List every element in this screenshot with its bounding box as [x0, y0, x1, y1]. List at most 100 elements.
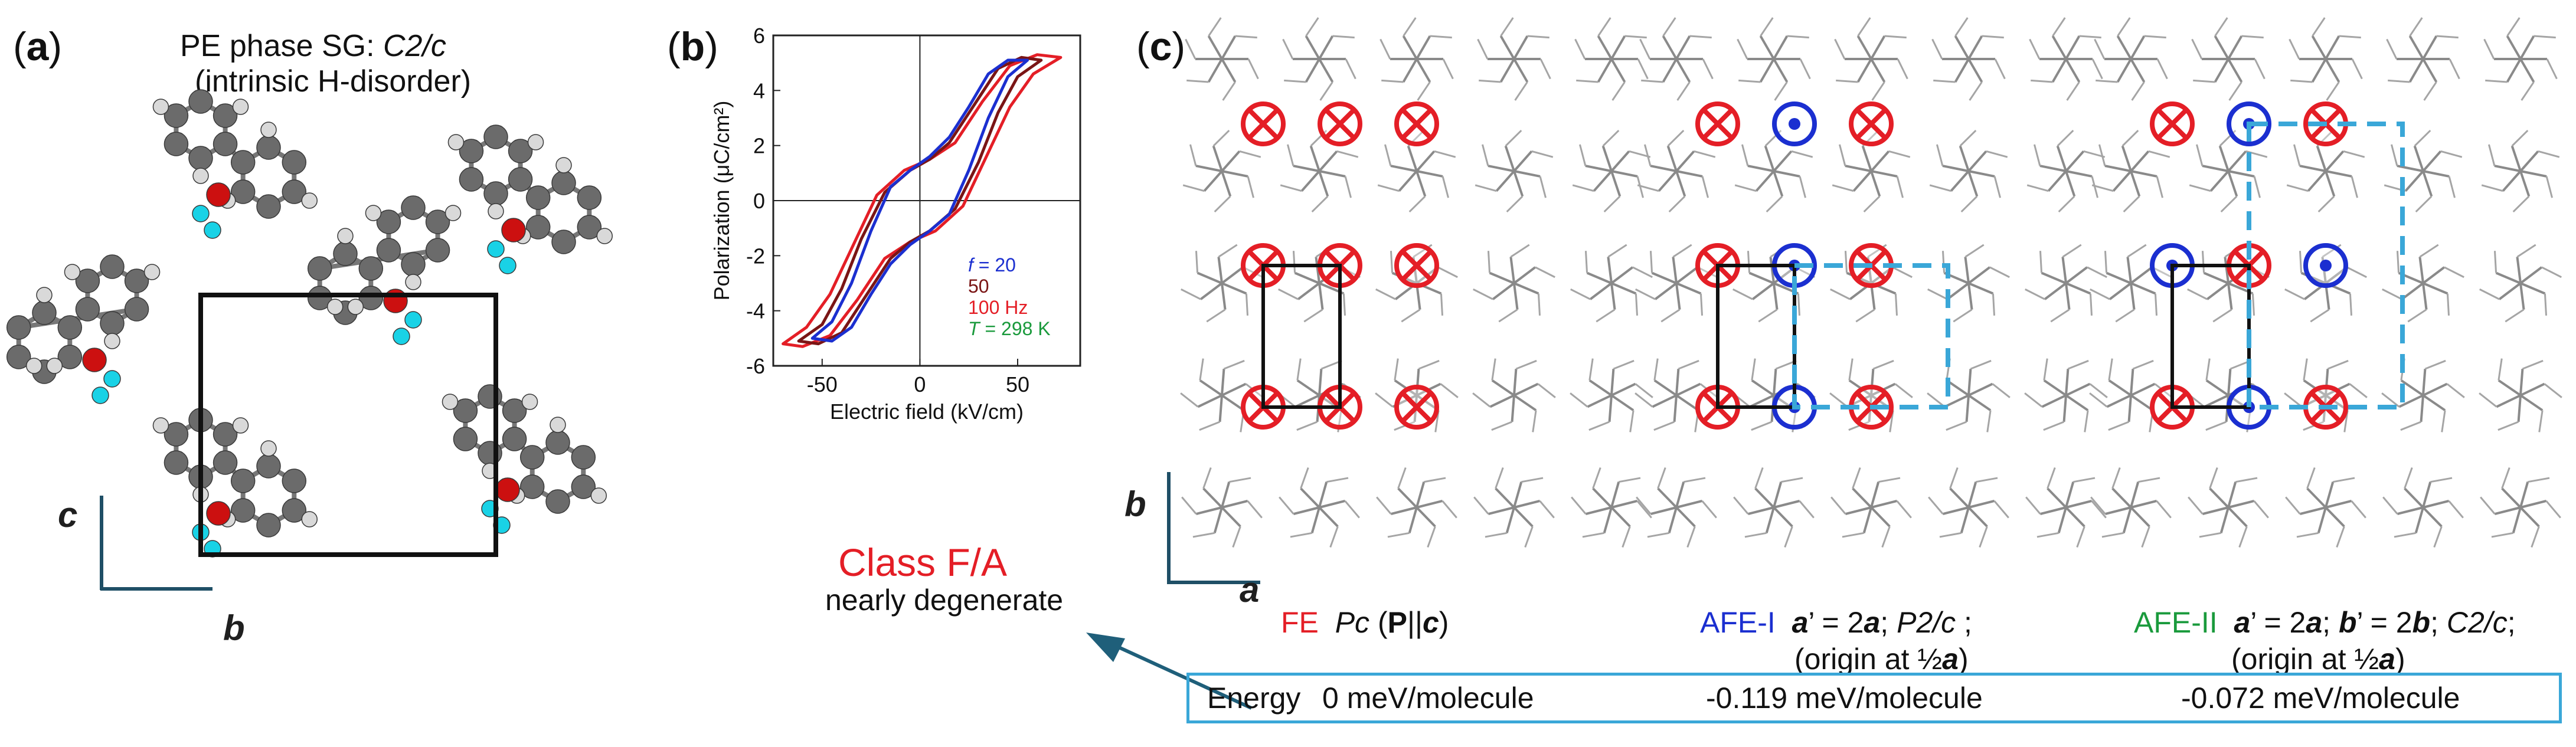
hydrogen-atom — [444, 205, 462, 221]
carbon-atom — [358, 286, 384, 310]
afe1-origin: (origin at ½a) — [1794, 643, 1969, 676]
oh-hydrogen-atom — [499, 257, 516, 274]
carbon-atom — [164, 103, 189, 128]
afe1-caption: AFE-I a’ = 2a; P2/c ; — [1700, 606, 1972, 639]
hydrogen-atom — [46, 358, 63, 374]
carbon-atom — [6, 345, 31, 369]
carbon-atom — [124, 268, 149, 293]
y-tick-label: -2 — [746, 244, 765, 268]
carbon-atom — [75, 297, 100, 322]
hydrogen-atom — [405, 274, 421, 290]
unit-cell-a — [198, 293, 498, 557]
carbon-atom — [577, 215, 602, 240]
axis-b-a-indicator — [1167, 472, 1260, 584]
x-tick-label: 0 — [914, 372, 926, 397]
energy-fe: 0 meV/molecule — [1322, 682, 1534, 715]
carbon-atom — [282, 150, 307, 175]
hydrogen-atom — [596, 228, 613, 244]
carbon-atom — [100, 311, 125, 336]
oh-hydrogen-atom — [393, 327, 410, 345]
carbon-atom — [32, 300, 57, 325]
hydrogen-atom — [555, 157, 572, 173]
oxygen-atom — [495, 477, 520, 502]
hydrogen-atom — [152, 99, 169, 115]
hydrogen-atom — [550, 417, 566, 433]
carbon-atom — [6, 315, 31, 340]
carbon-atom — [453, 398, 478, 423]
carbon-atom — [453, 427, 478, 451]
class-subtitle: nearly degenerate — [825, 584, 1064, 617]
carbon-atom — [213, 103, 238, 128]
carbon-atom — [282, 468, 307, 493]
hydrogen-atom — [260, 122, 277, 138]
supercell — [1792, 263, 1950, 409]
carbon-atom — [75, 268, 100, 293]
carbon-atom — [230, 468, 256, 493]
carbon-atom — [230, 150, 256, 175]
hydrogen-atom — [488, 203, 504, 219]
carbon-atom — [459, 167, 484, 192]
carbon-atom — [230, 179, 256, 204]
hydrogen-atom — [104, 333, 120, 349]
carbon-atom — [307, 256, 332, 281]
panel-label-c: (c) — [1136, 24, 1186, 69]
oxygen-atom — [82, 348, 107, 372]
carbon-atom — [401, 252, 426, 277]
hydrogen-atom — [25, 358, 43, 374]
hydrogen-atom — [232, 417, 249, 434]
carbon-atom — [57, 315, 83, 340]
carbon-atom — [307, 286, 332, 310]
carbon-atom — [188, 146, 213, 171]
carbon-atom — [124, 297, 149, 322]
y-tick-label: 4 — [753, 78, 765, 103]
energy-box — [1186, 673, 2562, 723]
carbon-atom — [519, 474, 545, 499]
legend-f50: 50 — [968, 276, 989, 297]
carbon-atom — [164, 132, 189, 156]
unit-cell — [1261, 264, 1342, 409]
oh-hydrogen-atom — [404, 311, 422, 329]
afe2-caption: AFE-II a’ = 2a; b’ = 2b; C2/c; — [2134, 606, 2516, 639]
hydrogen-atom — [192, 168, 209, 184]
hysteresis-loop-f-20 — [810, 58, 1029, 343]
hydrogen-atom — [36, 287, 53, 303]
hydrogen-atom — [326, 299, 344, 315]
carbon-atom — [256, 194, 281, 219]
hydrogen-atom — [527, 134, 544, 150]
carbon-atom — [376, 238, 401, 263]
carbon-atom — [256, 454, 281, 479]
afe1-lattice — [1634, 17, 2108, 548]
carbon-atom — [425, 238, 450, 263]
carbon-atom — [571, 474, 596, 499]
axis-b-label: b — [223, 608, 245, 648]
hydrogen-atom — [590, 487, 607, 504]
hysteresis-loop-100-Hz — [782, 53, 1063, 348]
afe2-origin: (origin at ½a) — [2231, 643, 2405, 676]
hysteresis-loop-50 — [797, 55, 1043, 346]
carbon-atom — [213, 132, 238, 156]
y-tick-label: 2 — [753, 134, 765, 158]
carbon-atom — [508, 167, 533, 192]
energy-afe2: -0.072 meV/molecule — [2181, 682, 2460, 715]
fe-caption: FE Pc (P||c) — [1281, 606, 1449, 639]
carbon-atom — [213, 450, 238, 475]
carbon-atom — [425, 209, 450, 234]
carbon-atom — [256, 135, 281, 160]
hydrogen-atom — [337, 228, 354, 244]
carbon-atom — [525, 185, 551, 210]
carbon-atom — [57, 345, 83, 369]
class-title: Class F/A — [838, 540, 1008, 584]
carbon-atom — [519, 445, 545, 470]
carbon-atom — [358, 256, 384, 281]
carbon-atom — [508, 139, 533, 163]
carbon-atom — [164, 422, 189, 447]
carbon-atom — [282, 179, 307, 204]
hydrogen-atom — [301, 511, 318, 528]
carbon-atom — [525, 215, 551, 240]
carbon-atom — [401, 195, 426, 220]
panel-a-title-line1: PE phase SG: C2/c — [180, 29, 446, 63]
hydrogen-atom — [365, 205, 382, 221]
carbon-atom — [188, 89, 213, 114]
y-tick-label: -4 — [746, 299, 765, 323]
